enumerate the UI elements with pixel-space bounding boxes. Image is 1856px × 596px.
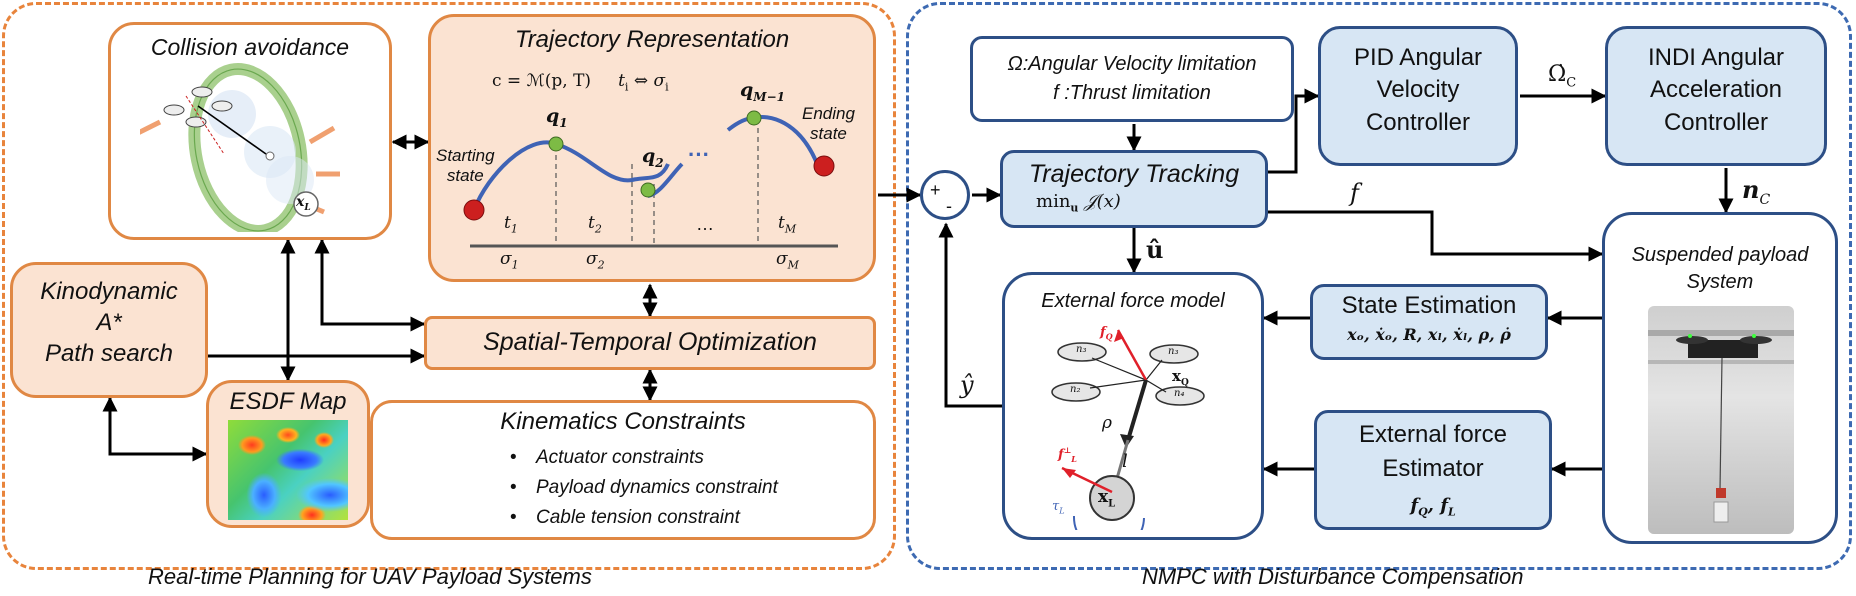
planning-region-label: Real-time Planning for UAV Payload Syste… — [148, 564, 592, 589]
ext-model-fl-label: f⊥L — [1058, 445, 1077, 464]
q2-node — [640, 182, 656, 198]
arrow-collision-spatial — [314, 238, 426, 332]
trajectory-tracking-box — [1000, 150, 1268, 228]
arrow-tracking-payload — [1268, 210, 1604, 262]
control-region-label: NMPC with Disturbance Compensation — [1142, 564, 1524, 589]
trajectory-curve-plot — [463, 110, 838, 248]
ext-model-l-label: l — [1122, 451, 1128, 472]
qm-node — [746, 110, 762, 126]
limitations-box — [970, 36, 1294, 122]
state-estimation-title: State Estimation — [1341, 292, 1517, 319]
kinodynamic-box — [10, 262, 208, 398]
trajectory-representation-box — [428, 14, 876, 282]
trajectory-tracking-formula: minu 𝒥(x) — [1036, 191, 1121, 215]
ext-model-tau-label: τL — [1052, 499, 1065, 516]
state-estimation-vars: xₒ, ẋₒ, R, xₗ, ẋₗ, ρ, ρ̇ — [1347, 325, 1511, 344]
kinematics-item: Cable tension constraint — [510, 507, 778, 529]
ext-model-n3-top-right: n₃ — [1168, 346, 1179, 357]
kinematics-title: Kinematics Constraints — [500, 408, 746, 435]
trajectory-dots-bottom: … — [696, 214, 714, 234]
ext-model-xq-label: xQ — [1172, 367, 1189, 388]
payload-photo — [1648, 306, 1794, 534]
sigmam-label: σM — [776, 249, 799, 272]
spatial-temporal-title: Spatial-Temporal Optimization — [483, 328, 817, 356]
external-force-model-title: External force model — [1041, 290, 1225, 312]
arrow-kinodynamic-esdf — [102, 396, 208, 462]
sum-junction — [920, 170, 970, 220]
ext-model-n3-top-left: n₃ — [1076, 344, 1087, 355]
qm-label: qM−1 — [740, 79, 785, 104]
kinematics-item: Payload dynamics constraint — [510, 477, 778, 499]
external-force-estimator-box — [1314, 410, 1552, 530]
ext-model-xl-label: xL — [1098, 487, 1116, 510]
q2-label: q2 — [642, 145, 664, 170]
t2-label: t2 — [588, 213, 602, 236]
arrow-tracking-pid — [1268, 88, 1320, 174]
start-node — [463, 199, 485, 221]
ext-model-n4: n₄ — [1174, 388, 1185, 399]
external-force-estimator-vars: fQ, fL — [1410, 495, 1456, 519]
sum-minus: - — [946, 196, 952, 216]
external-force-model-illustration — [1051, 329, 1205, 530]
trajectory-equation: c = ℳ(p, T) ti ⇔ σi — [492, 71, 669, 94]
state-estimation-box — [1310, 284, 1548, 360]
trajectory-tracking-title: Trajectory Tracking — [1028, 160, 1240, 188]
trajectory-representation-title: Trajectory Representation — [514, 26, 790, 53]
kinematics-list: Actuator constraints Payload dynamics co… — [510, 447, 778, 537]
indi-controller-box — [1605, 26, 1827, 166]
trajectory-dots-top: ··· — [688, 142, 710, 167]
control-region — [906, 2, 1852, 570]
spatial-temporal-box — [424, 316, 876, 370]
t1-label: t1 — [504, 213, 518, 236]
collision-avoidance-title: Collision avoidance — [150, 34, 350, 60]
end-node — [813, 155, 835, 177]
f-signal: f — [1350, 179, 1359, 207]
ext-model-rho-label: ρ — [1102, 413, 1112, 433]
q1-label: q1 — [546, 105, 568, 130]
arrow-feedback-sum — [938, 222, 1002, 408]
sigma1-label: σ1 — [500, 249, 519, 272]
planning-region — [2, 2, 896, 570]
n-c-signal: nC — [1742, 175, 1771, 208]
y-hat-signal: ŷ — [960, 371, 974, 399]
omega-c-signal: Ω̇C — [1548, 62, 1577, 91]
collision-xl-label: xL — [296, 194, 311, 213]
u-hat-signal: û — [1146, 235, 1164, 264]
collision-avoidance-box — [108, 22, 392, 240]
sigma2-label: σ2 — [586, 249, 605, 272]
ext-model-n2: n₂ — [1070, 384, 1081, 395]
esdf-title: ESDF Map — [229, 388, 347, 415]
collision-avoidance-illustration — [140, 63, 340, 232]
kinematics-item: Actuator constraints — [510, 447, 778, 469]
trajectory-spline — [472, 140, 670, 211]
esdf-heatmap — [228, 420, 348, 520]
tm-label: tM — [778, 213, 797, 236]
pid-controller-box — [1318, 26, 1518, 166]
sum-plus: + — [930, 180, 941, 200]
ext-model-fq-label: fQ — [1100, 325, 1113, 342]
q1-node — [548, 136, 564, 152]
